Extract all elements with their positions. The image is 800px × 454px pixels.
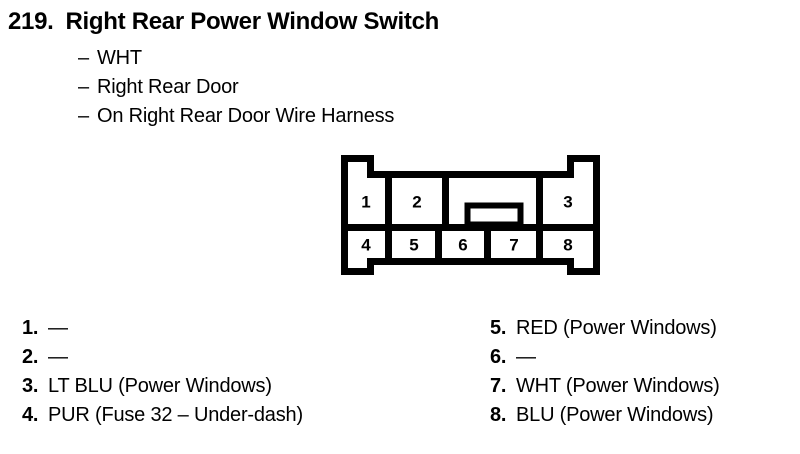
pin-number-6: 6 bbox=[458, 236, 467, 255]
connector-svg: 1 2 3 4 5 6 7 8 bbox=[341, 155, 600, 275]
legend-description-4: PUR (Fuse 32 – Under-dash) bbox=[48, 404, 303, 426]
subtitle-line-harness: –On Right Rear Door Wire Harness bbox=[78, 105, 394, 128]
legend-item-pin-7: 7. WHT (Power Windows) bbox=[490, 372, 720, 401]
legend-item-pin-1: 1. — bbox=[22, 314, 303, 343]
pin-number-7: 7 bbox=[509, 236, 518, 255]
page-title: Right Rear Power Window Switch bbox=[65, 8, 440, 35]
pin-number-3: 3 bbox=[563, 193, 572, 212]
pin-number-1: 1 bbox=[361, 193, 370, 212]
pin-legend-column-right: 5. RED (Power Windows) 6. — 7. WHT (Power W… bbox=[490, 314, 720, 430]
pin-number-8: 8 bbox=[563, 236, 572, 255]
legend-index-4: 4. bbox=[22, 404, 39, 426]
pin-number-5: 5 bbox=[409, 236, 418, 255]
subtitle-line-location: –Right Rear Door bbox=[78, 76, 239, 99]
title-row: 219. Right Rear Power Window Switch bbox=[8, 8, 439, 36]
legend-item-pin-6: 6. — bbox=[490, 343, 720, 372]
legend-index-6: 6. bbox=[490, 346, 507, 368]
connector-outer-shell bbox=[341, 155, 600, 275]
subtitle-text-wire-color: WHT bbox=[97, 47, 142, 69]
legend-item-pin-5: 5. RED (Power Windows) bbox=[490, 314, 720, 343]
legend-description-5: RED (Power Windows) bbox=[516, 317, 717, 339]
legend-index-1: 1. bbox=[22, 317, 39, 339]
legend-index-8: 8. bbox=[490, 404, 507, 426]
legend-description-8: BLU (Power Windows) bbox=[516, 404, 714, 426]
legend-description-2: — bbox=[48, 346, 68, 368]
subtitle-text-location: Right Rear Door bbox=[97, 76, 239, 98]
bullet-dash-icon: – bbox=[78, 105, 89, 127]
legend-item-pin-2: 2. — bbox=[22, 343, 303, 372]
pin-number-2: 2 bbox=[412, 193, 421, 212]
bullet-dash-icon: – bbox=[78, 76, 89, 98]
legend-index-2: 2. bbox=[22, 346, 39, 368]
legend-index-5: 5. bbox=[490, 317, 507, 339]
legend-item-pin-3: 3. LT BLU (Power Windows) bbox=[22, 372, 303, 401]
entry-number: 219. bbox=[8, 8, 54, 35]
legend-description-3: LT BLU (Power Windows) bbox=[48, 375, 272, 397]
pin-number-4: 4 bbox=[361, 236, 371, 255]
subtitle-text-harness: On Right Rear Door Wire Harness bbox=[97, 105, 395, 127]
legend-description-1: — bbox=[48, 317, 68, 339]
legend-item-pin-8: 8. BLU (Power Windows) bbox=[490, 401, 720, 430]
locking-tab-icon bbox=[464, 202, 524, 228]
bullet-dash-icon: – bbox=[78, 47, 89, 69]
legend-item-pin-4: 4. PUR (Fuse 32 – Under-dash) bbox=[22, 401, 303, 430]
pin-legend-column-left: 1. — 2. — 3. LT BLU (Power Windows) 4. PUR (… bbox=[22, 314, 303, 430]
subtitle-line-wire-color: –WHT bbox=[78, 47, 142, 70]
connector-diagram: 1 2 3 4 5 6 7 8 bbox=[330, 148, 610, 298]
legend-index-3: 3. bbox=[22, 375, 39, 397]
legend-description-6: — bbox=[516, 346, 536, 368]
legend-description-7: WHT (Power Windows) bbox=[516, 375, 720, 397]
legend-index-7: 7. bbox=[490, 375, 507, 397]
